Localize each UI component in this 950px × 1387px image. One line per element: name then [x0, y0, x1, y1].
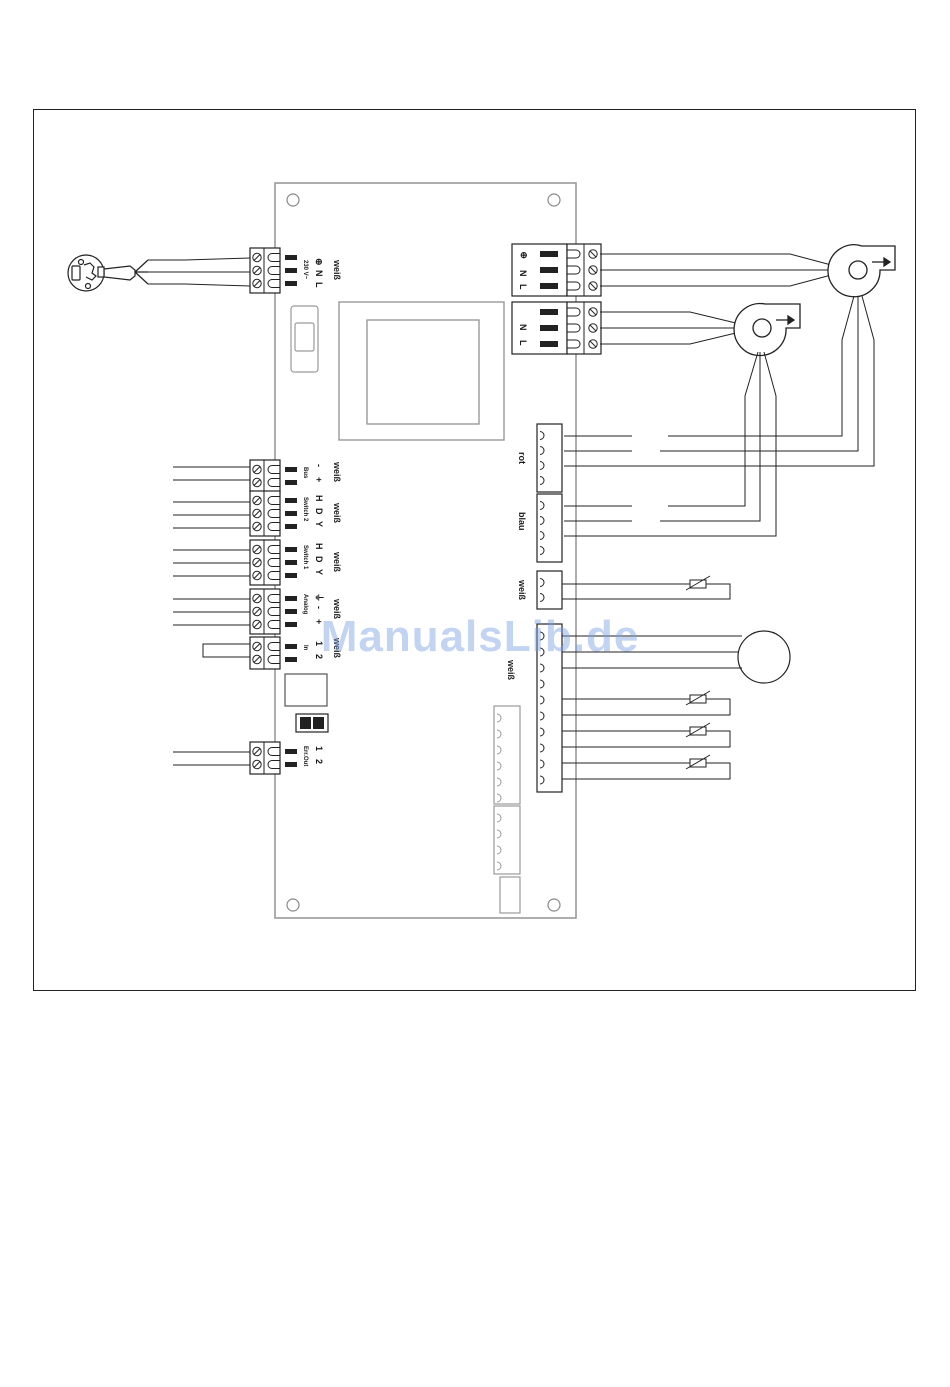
- errout-pin-1: 1: [314, 746, 324, 751]
- connector-strip: [537, 571, 562, 609]
- weiss-connector-label-2: weiß: [506, 659, 516, 681]
- unused-connector: [494, 706, 520, 804]
- fan2-pin-n: N: [518, 324, 528, 331]
- analog-pin-ground: ⏚: [314, 593, 324, 602]
- terminal-block: [250, 460, 280, 492]
- switch1-pin-h: H: [314, 543, 324, 550]
- board-jumper: [500, 877, 520, 913]
- jumper-wire: [203, 644, 250, 657]
- rot-connector-label: rot: [517, 452, 527, 464]
- socket: [497, 762, 501, 770]
- mount-hole: [548, 194, 560, 206]
- fuse: [295, 323, 314, 351]
- unused-connector: [494, 806, 520, 874]
- power-pin-l: L: [314, 282, 324, 288]
- left-terminal-blocks: [250, 248, 297, 774]
- mount-hole: [287, 194, 299, 206]
- switch1-sub-label: Switch 1: [302, 545, 308, 570]
- switch2-pin-h: H: [314, 495, 324, 502]
- power-color-label: weiß: [332, 259, 342, 281]
- left-external-wires: [148, 258, 250, 765]
- socket: [497, 730, 501, 738]
- socket: [497, 746, 501, 754]
- blower-fan-icon: [734, 304, 800, 356]
- transformer-inner: [367, 320, 479, 424]
- pin-bar: [285, 268, 297, 273]
- terminal-block: [250, 637, 280, 669]
- pin-bar: [285, 281, 297, 286]
- pin-bar: [285, 524, 297, 529]
- dip-switch-lever: [313, 717, 324, 729]
- switch2-sub-label: Switch 2: [302, 497, 308, 522]
- bus-sub-label: Bus: [302, 467, 308, 479]
- pin-bar: [540, 267, 558, 273]
- connector-strip: [537, 494, 562, 562]
- analog-pin-minus: -: [314, 606, 324, 609]
- sensor-wires: [562, 576, 742, 779]
- terminal-block: [250, 742, 280, 774]
- socket: [497, 814, 501, 822]
- pin-bar: [285, 560, 297, 565]
- right-connector-blocks: [537, 424, 562, 792]
- unused-connector-pins: [497, 714, 501, 870]
- switch2-pin-d: D: [314, 508, 324, 515]
- mains-wire: [148, 258, 250, 260]
- pin-bar: [540, 341, 558, 347]
- fan-wires: [600, 254, 835, 344]
- switch1-pin-y: Y: [314, 569, 324, 575]
- power-sub-label: 230 V~: [302, 260, 308, 280]
- switch1-pin-d: D: [314, 556, 324, 563]
- blower-fan-icon: [828, 245, 895, 297]
- errout-pin-2: 2: [314, 759, 324, 764]
- power-pin-n: N: [314, 270, 324, 277]
- pin-bar: [285, 480, 297, 485]
- pin-bar: [285, 573, 297, 578]
- socket: [497, 830, 501, 838]
- switch1-color-label: weiß: [332, 551, 342, 573]
- bus-color-label: weiß: [332, 461, 342, 483]
- pin-bar: [285, 511, 297, 516]
- socket: [497, 794, 501, 802]
- pin-bar: [285, 547, 297, 552]
- relay-block: [285, 674, 327, 706]
- watermark: ManualsLib.de: [290, 612, 670, 662]
- bus-pin-minus: -: [314, 464, 324, 467]
- pin-bar: [285, 596, 297, 601]
- fan1-pin-n: N: [518, 270, 528, 277]
- power-pin-earth: ⊕: [314, 258, 324, 266]
- socket: [497, 714, 501, 722]
- fan-signal-wires: [564, 296, 874, 536]
- fan2-pin-l: L: [518, 340, 528, 346]
- blau-connector-label: blau: [517, 512, 527, 531]
- pin-bar: [285, 749, 297, 754]
- pin-bar: [285, 467, 297, 472]
- fan1-pin-l: L: [518, 284, 528, 290]
- socket: [497, 778, 501, 786]
- pin-bar: [540, 251, 558, 257]
- connector-strip: [537, 424, 562, 492]
- mains-plug-icon: [68, 255, 148, 291]
- pin-bar: [285, 762, 297, 767]
- mount-hole: [287, 899, 299, 911]
- dip-switch-lever: [300, 717, 311, 729]
- mount-hole: [548, 899, 560, 911]
- pin-bar: [540, 283, 558, 289]
- pin-bar: [285, 255, 297, 260]
- fan-terminal-blocks: [512, 244, 601, 354]
- mains-wire: [148, 284, 250, 286]
- pin-bar: [540, 325, 558, 331]
- pin-bar: [540, 309, 558, 315]
- fan1-pin-earth: ⊕: [520, 250, 528, 260]
- sensor-circle-icon: [738, 631, 790, 683]
- switch2-pin-y: Y: [314, 521, 324, 527]
- switch2-color-label: weiß: [332, 502, 342, 524]
- socket: [497, 846, 501, 854]
- socket: [497, 862, 501, 870]
- pin-bar: [285, 498, 297, 503]
- weiss-connector-label: weiß: [517, 579, 527, 601]
- bus-pin-plus: +: [314, 477, 324, 482]
- errout-sub-label: Err.Out: [302, 746, 308, 766]
